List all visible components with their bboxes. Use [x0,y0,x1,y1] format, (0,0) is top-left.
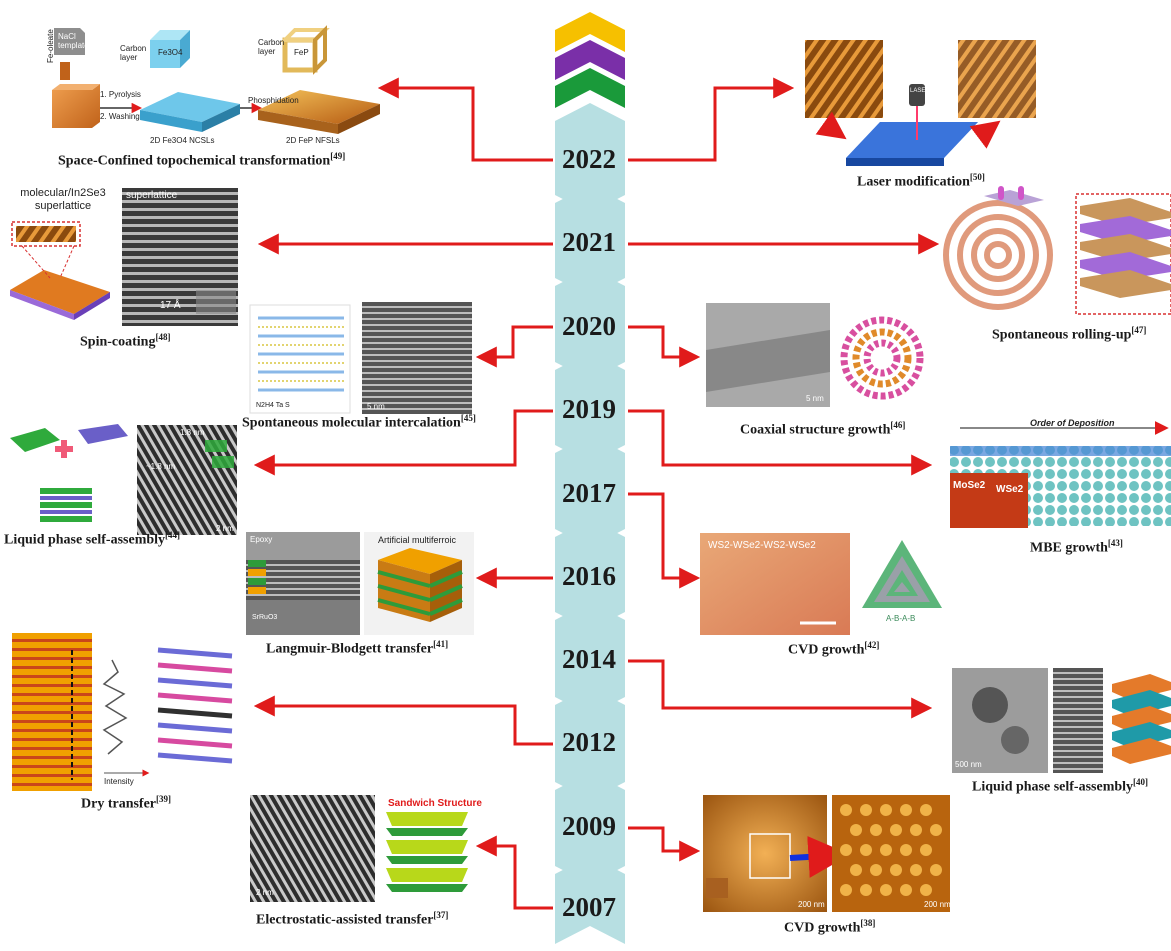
label-washing: 2. Washing [100,112,140,121]
arrow-2022-left [377,77,553,162]
arrow-2019-left [253,409,553,476]
panel-coaxial [706,303,924,407]
label-phosphidation: Phosphidation [248,96,299,105]
caption-intercalation: Spontaneous molecular intercalation[45] [242,413,476,431]
label-scale-2nm-b: 2 nm [256,888,274,897]
caption-cvd-2009: CVD growth[38] [784,918,876,936]
arrow-2019-right [628,409,933,476]
label-scale-5nm-a: 5 nm [367,402,385,411]
label-spacing-18b: ~1.8 nm [146,462,176,471]
panel-cvd-2017 [700,533,942,635]
year-2020: 2020 [562,311,616,341]
caption-dry-transfer: Dry transfer[39] [81,794,172,812]
arrow-2020-right [628,325,701,368]
label-abab: A-B-A-B [886,614,916,623]
label-mose2: MoSe2 [953,480,986,491]
label-scale-200nm-b: 200 nm [924,900,951,909]
timeline-spine [555,12,625,951]
arrow-2020-left [475,325,553,368]
label-ws2-wse2: WS2-WSe2-WS2-WSe2 [708,540,816,551]
year-2016: 2016 [562,561,616,591]
arrow-2009-right [628,826,701,862]
panel-cvd-2009 [703,795,950,912]
caption-laser: Laser modification[50] [857,172,985,190]
panel-self-assembly-2014 [952,668,1171,773]
panel-topochemical [52,25,380,134]
label-order-of-deposition: Order of Deposition [1030,418,1115,428]
arrow-2022-right [628,77,795,162]
connector-arrows [253,77,940,910]
label-fep: FeP [294,48,309,57]
label-epoxy: Epoxy [250,535,273,544]
arrow-2012-left [253,695,553,746]
label-carbon-layer-2: Carbon layer [258,38,285,56]
year-2021: 2021 [562,227,616,257]
caption-coaxial: Coaxial structure growth[46] [740,420,906,438]
label-fep-nfsls: 2D FeP NFSLs [286,136,340,145]
label-intercalation-legend: N2H4 Ta S [256,402,290,409]
year-2022: 2022 [562,144,616,174]
panel-electrostatic [250,795,473,902]
panel-intercalation [249,302,472,414]
panel-langmuir-blodgett [246,532,474,635]
year-2017: 2017 [562,478,616,508]
caption-self-assembly-2019: Liquid phase self-assembly[44] [4,530,181,548]
arrow-2017-right [628,492,701,589]
arrow-2014-right [628,659,933,719]
label-laser: LASER [910,88,930,94]
panel-self-assembly-2019 [10,424,237,535]
label-scale-500nm: 500 nm [955,760,982,769]
caption-cvd-2017: CVD growth[42] [788,640,880,658]
year-2019: 2019 [562,394,616,424]
label-sandwich-structure: Sandwich Structure [388,798,482,809]
chevron-green [555,68,625,108]
label-scale-200nm-a: 200 nm [798,900,825,909]
label-spacing-17: 17 Å [160,300,181,311]
caption-electrostatic: Electrostatic-assisted transfer[37] [256,910,449,928]
label-scale-2nm-a: 2 nm [216,524,234,533]
panel-mbe [950,421,1171,528]
label-superlattice-title: molecular/In2Se3 superlattice [20,187,106,212]
chevron-purple [555,40,625,80]
caption-self-assembly-2014: Liquid phase self-assembly[40] [972,777,1149,795]
label-spacing-18a: 1.8 nm [180,428,205,437]
caption-langmuir-blodgett: Langmuir-Blodgett transfer[41] [266,639,449,657]
arrow-2007-left [475,835,553,910]
label-artificial-multiferroic: Artificial multiferroic [378,535,457,545]
label-nacl-template: NaCl template [58,32,89,50]
label-pyrolysis: 1. Pyrolysis [100,90,141,99]
panel-rolling-up [943,186,1171,315]
chevron-yellow [555,12,625,52]
year-2014: 2014 [562,644,616,674]
year-2012: 2012 [562,727,616,757]
label-fe3o4: Fe3O4 [158,48,183,57]
year-2009: 2009 [562,811,616,841]
year-2007: 2007 [562,892,616,922]
label-scale-5nm-b: 5 nm [806,394,824,403]
label-intensity: Intensity [104,777,134,786]
label-wse2: WSe2 [996,484,1024,495]
label-carbon-layer-1: Carbon layer [120,44,147,62]
caption-mbe: MBE growth[43] [1030,538,1123,556]
caption-rolling-up: Spontaneous rolling-up[47] [992,325,1147,343]
caption-topochemical: Space-Confined topochemical transformati… [58,151,346,169]
label-superlattice: superlattice [126,190,178,201]
panel-dry-transfer [12,633,233,791]
panel-spin-coating [10,188,238,326]
panel-laser-modification [805,40,1036,166]
caption-spin-coating: Spin-coating[48] [80,332,171,350]
label-fe-oleate: Fe-oleate [46,29,55,63]
label-srruo3: SrRuO3 [252,614,278,621]
label-fe3o4-ncsls: 2D Fe3O4 NCSLs [150,136,215,145]
